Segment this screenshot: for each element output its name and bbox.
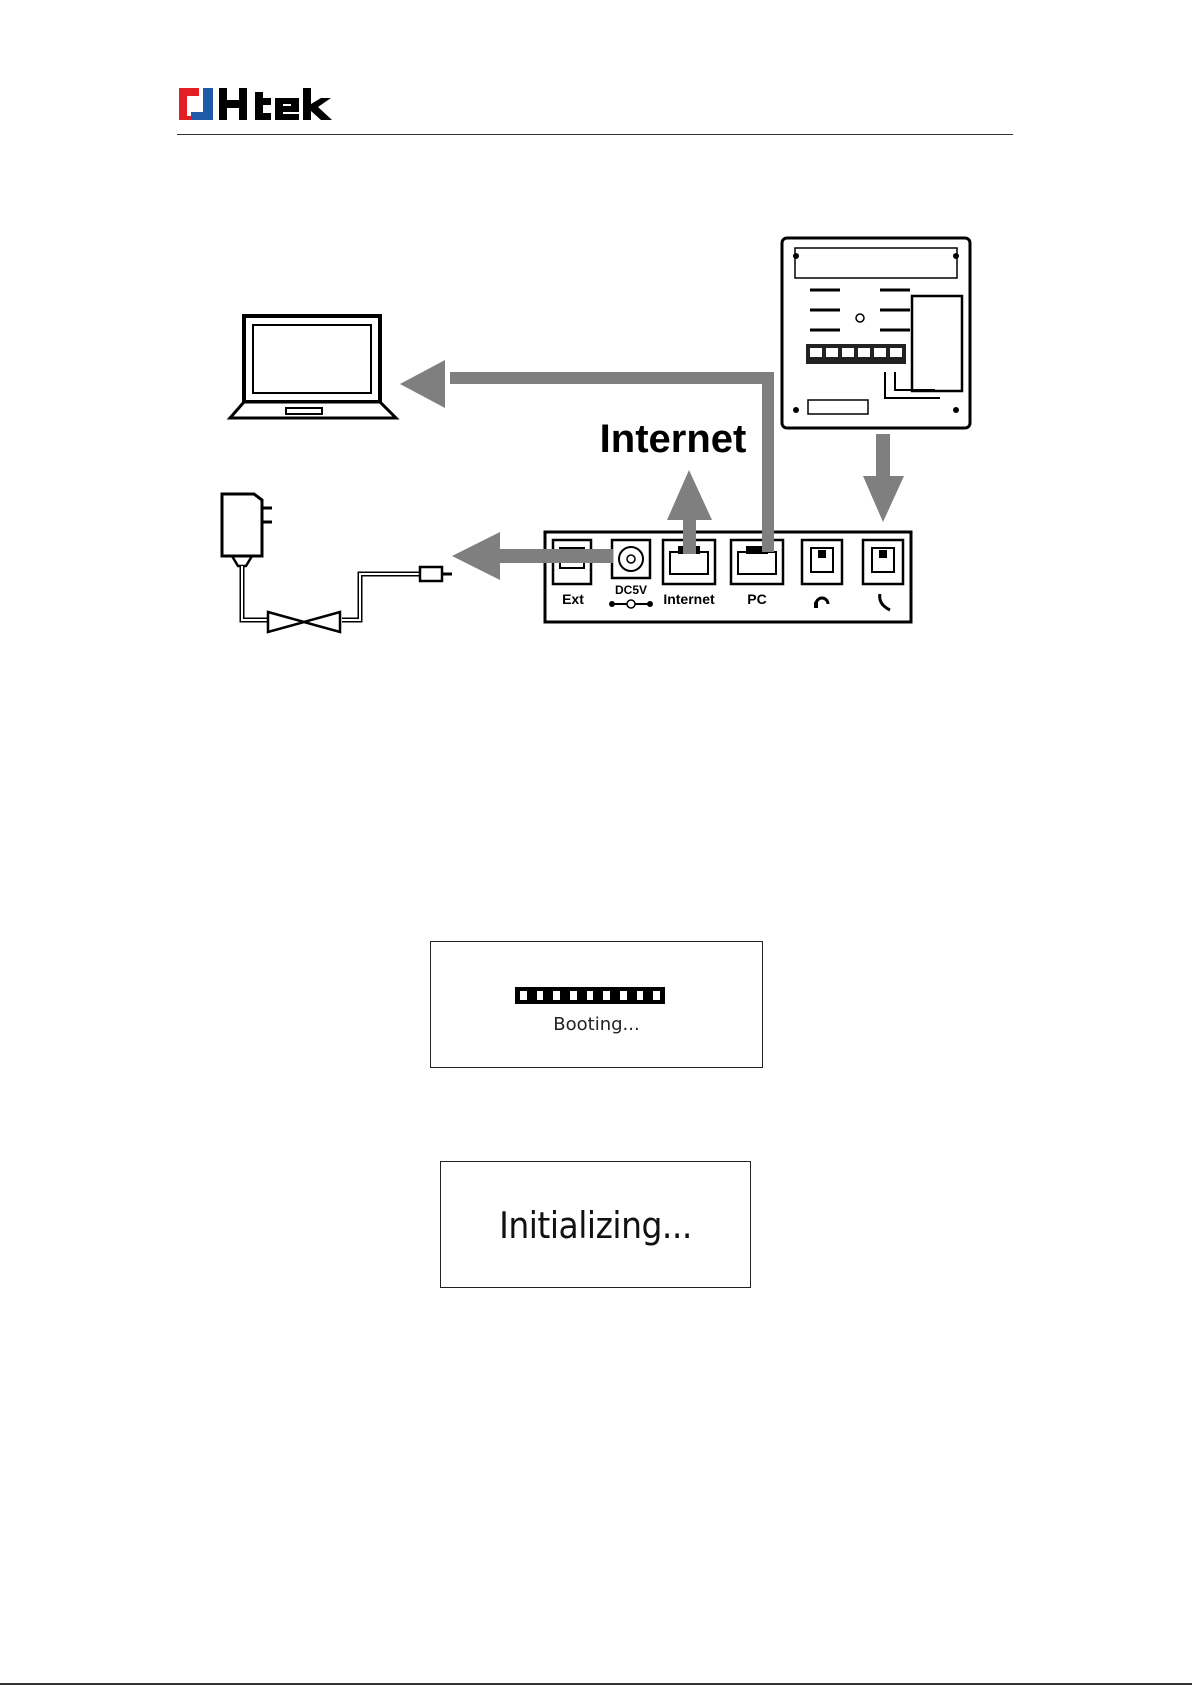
port-handset <box>863 540 903 584</box>
internet-label: Internet <box>600 417 747 461</box>
initializing-text: Initializing... <box>441 1204 750 1247</box>
phone-back-icon <box>782 238 970 428</box>
connection-diagram: Ext DC5V Internet PC Internet <box>0 0 1192 700</box>
port-label-pc: PC <box>747 591 766 607</box>
initializing-screen: Initializing... <box>440 1161 751 1288</box>
booting-text: Booting... <box>431 1014 762 1035</box>
booting-screen: Booting... <box>430 941 763 1068</box>
laptop-icon <box>230 316 396 418</box>
port-label-internet: Internet <box>663 591 715 607</box>
port-panel: Ext DC5V Internet PC <box>545 532 911 622</box>
port-dc5v <box>612 540 650 578</box>
port-label-ext: Ext <box>562 591 584 607</box>
port-label-dc5v: DC5V <box>615 583 647 597</box>
boot-progress-bar <box>515 987 665 1004</box>
port-pc <box>731 540 783 584</box>
power-adapter-icon <box>222 494 452 632</box>
port-headset <box>802 540 842 584</box>
